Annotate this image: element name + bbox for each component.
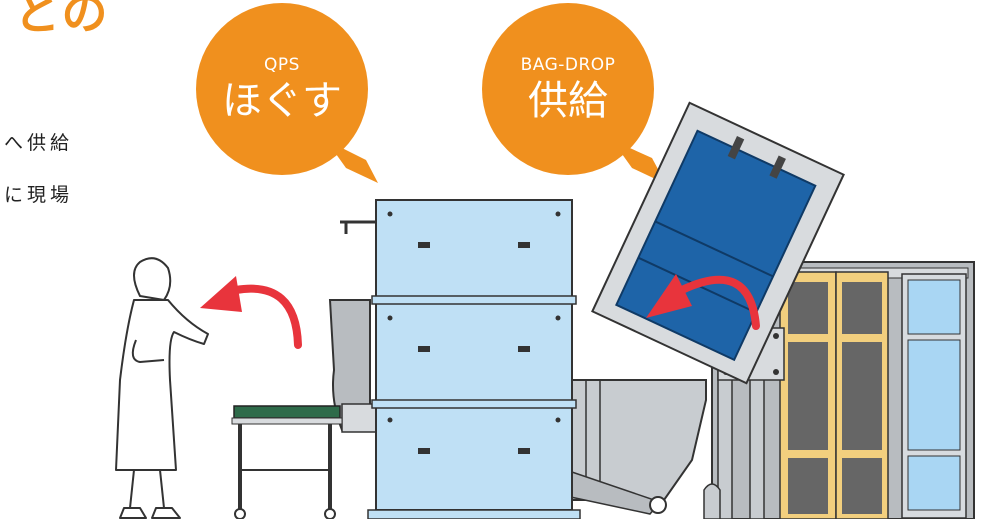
hopper-chute — [565, 379, 707, 515]
conveyor — [231, 405, 343, 519]
operator-figure — [115, 257, 209, 519]
bag-drop-bubble-label-jp: 供給 — [528, 78, 608, 124]
qps-bubble-label-en: QPS — [264, 55, 300, 75]
bag-drop-bubble-label-en: BAG-DROP — [520, 55, 616, 75]
qps-bubble-label-jp: ほぐす — [222, 78, 342, 124]
qps-speech-bubble: QPS ほぐす — [196, 3, 368, 175]
qps-machine — [328, 199, 581, 519]
body-text-line-1: へ供給 — [4, 132, 74, 154]
bag-drop-speech-bubble: BAG-DROP 供給 — [482, 3, 654, 175]
red-arrow-bin — [646, 274, 760, 330]
red-arrow-left — [200, 276, 302, 349]
body-text-line-2: に現場 — [4, 184, 74, 206]
page-heading: との — [14, 0, 110, 40]
